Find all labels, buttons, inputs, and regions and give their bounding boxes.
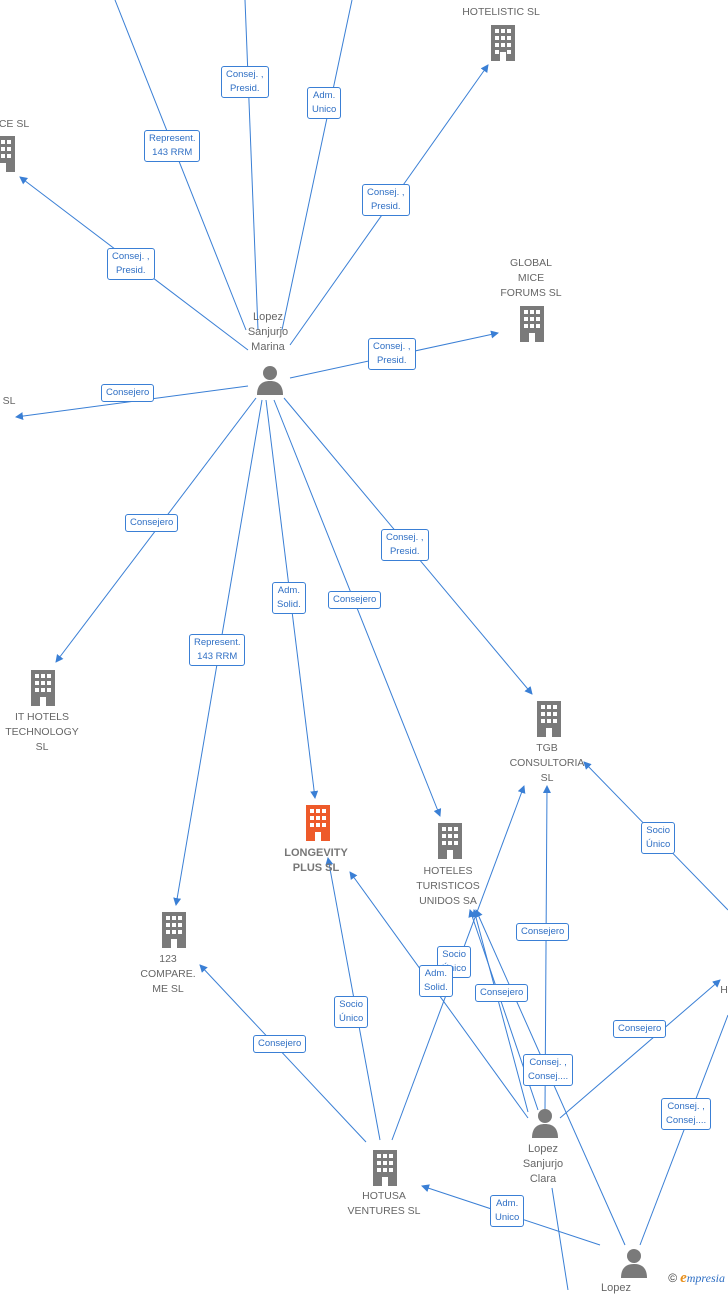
company-label-global-mice[interactable]: GLOBAL MICE FORUMS SL (500, 257, 562, 299)
edge-clara-bottom (551, 1187, 569, 1290)
edge-label: Consejero (101, 384, 155, 402)
edge-label: Adm. Unico (490, 1195, 525, 1227)
edge-top-2 (281, 0, 353, 331)
edge-top-3 (114, 0, 247, 331)
edge-label: Represent. 143 RRM (144, 130, 201, 162)
edge-label: Consej. , Presid. (221, 66, 269, 98)
brand-logo-text: mpresia (686, 1271, 725, 1285)
copyright-symbol: © (668, 1271, 678, 1285)
company-label-tgb[interactable]: TGB CONSULTORIA SL (509, 742, 585, 784)
edge-label: Consejero (613, 1020, 667, 1038)
brand-logo-letter: e (680, 1270, 687, 1286)
edge-label: Consejero (125, 514, 179, 532)
building-icon (491, 25, 515, 61)
building-icon (162, 912, 186, 948)
edge-label: Socio Único (334, 996, 369, 1028)
edge-label: Adm. Unico (307, 87, 342, 119)
company-label-ce[interactable]: CE SL (0, 118, 30, 130)
edge-label: Consej. , Presid. (107, 248, 155, 280)
edge-top-1 (244, 0, 259, 331)
building-icon (373, 1150, 397, 1186)
person-label-marina[interactable]: Lopez Sanjurjo Marina (247, 311, 289, 353)
company-label-hotusa[interactable]: HOTUSA VENTURES SL (347, 1190, 421, 1217)
building-icon (0, 136, 15, 172)
edge-label: Adm. Solid. (419, 965, 453, 997)
edge-label: Represent. 143 RRM (189, 634, 246, 666)
person-icon (532, 1109, 558, 1138)
edge-label: Consejero (516, 923, 570, 941)
company-label-longevity[interactable]: LONGEVITY PLUS SL (284, 847, 348, 874)
person-label-bottom[interactable]: Lopez (601, 1282, 631, 1294)
building-icon (537, 701, 561, 737)
edge-label: Adm. Solid. (272, 582, 306, 614)
company-label-sl-left[interactable]: SL (2, 395, 16, 407)
edge-label: Consej. , Presid. (362, 184, 410, 216)
person-icon (621, 1249, 647, 1278)
edge-label: Consejero (253, 1035, 307, 1053)
empresia-watermark: ©empresia (668, 1270, 725, 1287)
building-icon (520, 306, 544, 342)
company-label-h-right[interactable]: H (720, 984, 728, 996)
company-label-it-hotels[interactable]: IT HOTELS TECHNOLOGY SL (5, 711, 79, 753)
company-label-hoteles-turisticos[interactable]: HOTELES TURISTICOS UNIDOS SA (416, 865, 480, 907)
edge-label: Consej. , Consej.... (523, 1054, 574, 1086)
edge-clara-hoteles-2 (471, 909, 529, 1113)
edge-label: Consejero (475, 984, 529, 1002)
building-icon (438, 823, 462, 859)
edge-label: Consej. , Presid. (368, 338, 416, 370)
edge-label: Consejero (328, 591, 382, 609)
company-label-hotelistic[interactable]: HOTELISTIC SL (462, 6, 540, 18)
edge-hotusa-compare (199, 964, 367, 1143)
edge-clara-h (559, 979, 721, 1119)
company-label-compare[interactable]: 123 COMPARE. ME SL (140, 953, 196, 995)
building-icon (31, 670, 55, 706)
person-icon (257, 366, 283, 395)
edge-label: Consej. , Presid. (381, 529, 429, 561)
edge-bottom-h (639, 1014, 728, 1246)
person-label-clara[interactable]: Lopez Sanjurjo Clara (522, 1143, 564, 1185)
edge-label: Socio Único (641, 822, 676, 854)
edge-label: Consej. , Consej.... (661, 1098, 712, 1130)
focus-building-icon (306, 805, 330, 841)
